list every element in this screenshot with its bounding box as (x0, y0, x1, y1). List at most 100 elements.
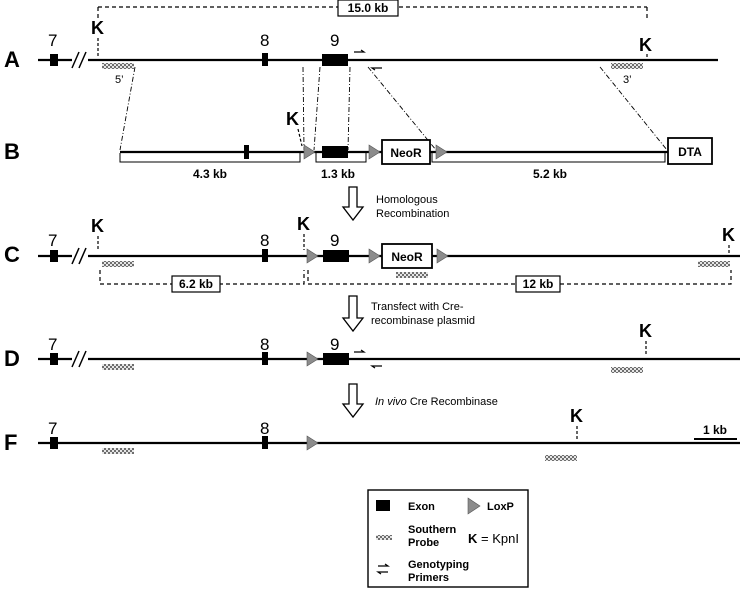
a-exon8 (262, 53, 268, 66)
step3-italic: In vivo (375, 396, 407, 408)
projection-lines (119, 66, 668, 151)
d-exon7 (50, 353, 58, 365)
c-probe-5prime (102, 261, 134, 267)
legend-loxp-swatch (467, 497, 481, 515)
f-probe-5prime (102, 448, 134, 454)
a-exon9 (322, 54, 348, 66)
a-kpn-right: K (639, 35, 652, 55)
step-arrow-3: In vivo Cre Recombinase (341, 383, 498, 419)
row-b-label: B (4, 139, 20, 164)
row-d-label: D (4, 346, 20, 371)
c-exon8 (262, 249, 268, 262)
a-kpn-left: K (91, 18, 104, 38)
c-left-size-box (171, 275, 221, 293)
f-exon7-label: 7 (48, 419, 57, 438)
c-exon8-label: 8 (260, 231, 269, 250)
b-dta-cassette (667, 137, 713, 165)
c-loxp-2 (368, 248, 381, 264)
step-arrow-2: Transfect with Cre- recombinase plasmid (341, 295, 475, 333)
b-dta-label: DTA (678, 145, 702, 159)
b-loxp-3 (435, 144, 448, 160)
f-loxp (306, 435, 319, 451)
step3-label: In vivo Cre Recombinase (375, 396, 498, 408)
c-right-size-box (515, 275, 561, 293)
row-c: C 7 8 9 K K K NeoR 6.2 kb (4, 214, 740, 293)
legend: Exon LoxP Southern Probe K = KpnI Genoty… (367, 489, 529, 588)
legend-probe-swatch (376, 535, 392, 540)
a-exon7-label: 7 (48, 31, 57, 50)
legend-primers-swatch (376, 563, 390, 575)
step1-line2: Recombination (376, 208, 449, 220)
b-neor-label: NeoR (390, 146, 422, 160)
c-exon7-label: 7 (48, 231, 57, 250)
row-a: A 15.0 kb K K 7 8 9 (4, 0, 718, 86)
a-exon7 (50, 54, 58, 66)
a-span-box (337, 0, 399, 17)
d-exon9-label: 9 (330, 335, 339, 354)
c-loxp-3 (436, 248, 449, 264)
b-neor-cassette (381, 139, 431, 165)
b-exon8 (244, 145, 249, 159)
c-kpn-left: K (91, 216, 104, 236)
legend-probe-line1: Southern (408, 524, 457, 536)
step1-line1: Homologous (376, 194, 438, 206)
legend-exon-swatch (376, 500, 390, 511)
row-b: B K NeoR DTA 4.3 kb 1.3 kb 5.2 kb (4, 109, 713, 181)
legend-primers-line1: Genotyping (408, 559, 469, 571)
b-exon9 (322, 146, 348, 158)
row-d: D 7 8 9 K (4, 321, 740, 373)
legend-probe-line2: Probe (408, 537, 439, 549)
b-size-brackets (119, 153, 666, 163)
legend-primers-line2: Primers (408, 572, 449, 584)
f-exon8 (262, 436, 268, 449)
d-break-mark (71, 350, 87, 368)
f-kpn: K (570, 406, 583, 426)
legend-k-symbol: K (468, 531, 478, 546)
step3-rest: Cre Recombinase (407, 396, 498, 408)
legend-exon-label: Exon (408, 501, 435, 513)
a-exon9-label: 9 (330, 31, 339, 50)
scale-bar-label: 1 kb (703, 423, 727, 437)
row-c-label: C (4, 242, 20, 267)
c-right-size: 12 kb (523, 277, 554, 291)
c-neor-label: NeoR (391, 250, 423, 264)
b-loxp-2 (368, 144, 381, 160)
c-neor-cassette (381, 243, 433, 269)
c-probe-3prime (698, 261, 730, 267)
legend-k-label: K = KpnI (468, 531, 519, 546)
a-probe-5prime (102, 63, 134, 69)
a-probe-5prime-label: 5’ (115, 74, 124, 86)
step2-line1: Transfect with Cre- (371, 301, 464, 313)
d-loxp (306, 351, 319, 367)
d-exon9 (323, 353, 349, 365)
f-probe-3prime (545, 455, 577, 461)
b-kpn: K (286, 109, 299, 129)
d-exon7-label: 7 (48, 335, 57, 354)
d-probe-3prime (611, 367, 643, 373)
c-exon7 (50, 250, 58, 262)
c-exon9-label: 9 (330, 231, 339, 250)
legend-loxp-label: LoxP (487, 501, 514, 513)
step-arrow-1: Homologous Recombination (341, 186, 449, 222)
c-break-mark (71, 247, 87, 265)
row-a-label: A (4, 47, 20, 72)
f-exon8-label: 8 (260, 419, 269, 438)
row-f: F 7 8 K 1 kb (4, 406, 740, 461)
legend-box (367, 489, 529, 588)
d-kpn: K (639, 321, 652, 341)
row-f-label: F (4, 430, 17, 455)
c-kpn-right: K (722, 225, 735, 245)
a-exon8-label: 8 (260, 31, 269, 50)
b-left-arm-size: 4.3 kb (193, 167, 227, 181)
c-loxp-1 (306, 248, 319, 264)
a-break-mark (71, 51, 87, 69)
d-genotyping-primers (354, 349, 382, 369)
d-exon8 (262, 352, 268, 365)
c-kpn-middle: K (297, 214, 310, 234)
a-probe-3prime (611, 63, 643, 69)
step2-line2: recombinase plasmid (371, 315, 475, 327)
f-exon7 (50, 437, 58, 449)
a-span-label: 15.0 kb (348, 1, 389, 15)
